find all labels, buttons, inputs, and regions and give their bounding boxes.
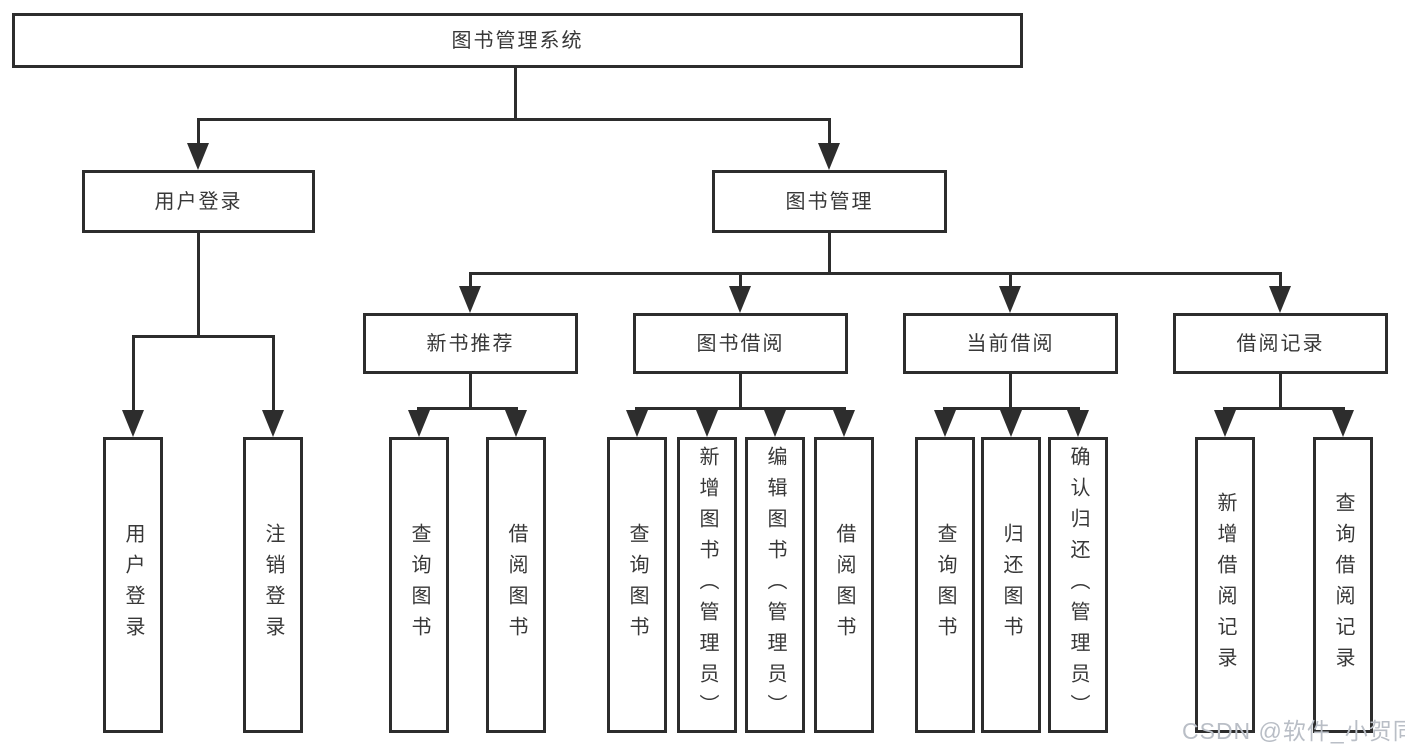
leaf-label: 编辑图书（管理员） bbox=[764, 445, 786, 725]
leaf-label: 查询图书 bbox=[934, 523, 956, 647]
node-current-borrow: 当前借阅 bbox=[903, 313, 1118, 374]
arrow-down-icon bbox=[1000, 410, 1022, 437]
connector-book-management-horizontal bbox=[469, 272, 1282, 275]
leaf-logout: 注销登录 bbox=[243, 437, 303, 733]
connector-borrow-records-horizontal bbox=[1223, 407, 1345, 410]
arrow-down-icon bbox=[626, 410, 648, 437]
connector-stub-user-login bbox=[197, 118, 200, 147]
leaf-label: 确认归还（管理员） bbox=[1067, 445, 1089, 725]
node-user-login: 用户登录 bbox=[82, 170, 315, 233]
node-borrow-records: 借阅记录 bbox=[1173, 313, 1388, 374]
connector-book-borrow-horizontal bbox=[635, 407, 846, 410]
connector-stub-borrow-records bbox=[1279, 272, 1282, 289]
arrow-down-icon bbox=[729, 286, 751, 313]
connector-stub-leaf-login bbox=[132, 335, 135, 413]
arrow-down-icon bbox=[1269, 286, 1291, 313]
connector-user-login-horizontal bbox=[132, 335, 275, 338]
leaf-label: 注销登录 bbox=[262, 523, 284, 647]
leaf-recommend-borrow-books: 借阅图书 bbox=[486, 437, 546, 733]
connector-stub-leaf-logout bbox=[272, 335, 275, 413]
leaf-records-add-record: 新增借阅记录 bbox=[1195, 437, 1255, 733]
arrow-down-icon bbox=[999, 286, 1021, 313]
leaf-current-confirm-return-admin: 确认归还（管理员） bbox=[1048, 437, 1108, 733]
connector-borrow-records-vertical bbox=[1279, 374, 1282, 407]
arrow-down-icon bbox=[764, 410, 786, 437]
connector-stub-book-management bbox=[828, 118, 831, 147]
connector-root-vertical bbox=[514, 68, 517, 119]
connector-user-login-vertical bbox=[197, 233, 200, 335]
connector-new-book-recommend-vertical bbox=[469, 374, 472, 407]
node-book-borrow: 图书借阅 bbox=[633, 313, 848, 374]
leaf-borrow-edit-books-admin: 编辑图书（管理员） bbox=[745, 437, 805, 733]
connector-root-horizontal bbox=[197, 118, 831, 121]
leaf-records-query-record: 查询借阅记录 bbox=[1313, 437, 1373, 733]
connector-new-book-recommend-horizontal bbox=[417, 407, 518, 410]
node-root: 图书管理系统 bbox=[12, 13, 1023, 68]
arrow-down-icon bbox=[408, 410, 430, 437]
arrow-down-icon bbox=[1332, 410, 1354, 437]
arrow-down-icon bbox=[187, 143, 209, 170]
node-book-management: 图书管理 bbox=[712, 170, 947, 233]
leaf-label: 新增借阅记录 bbox=[1214, 492, 1236, 678]
connector-current-borrow-horizontal bbox=[943, 407, 1080, 410]
leaf-label: 归还图书 bbox=[1000, 523, 1022, 647]
leaf-user-login: 用户登录 bbox=[103, 437, 163, 733]
arrow-down-icon bbox=[1067, 410, 1089, 437]
leaf-recommend-query-books: 查询图书 bbox=[389, 437, 449, 733]
leaf-borrow-query-books: 查询图书 bbox=[607, 437, 667, 733]
leaf-borrow-add-books-admin: 新增图书（管理员） bbox=[677, 437, 737, 733]
leaf-label: 查询借阅记录 bbox=[1332, 492, 1354, 678]
arrow-down-icon bbox=[262, 410, 284, 437]
leaf-label: 新增图书（管理员） bbox=[696, 445, 718, 725]
leaf-current-query-books: 查询图书 bbox=[915, 437, 975, 733]
connector-book-borrow-vertical bbox=[739, 374, 742, 407]
arrow-down-icon bbox=[696, 410, 718, 437]
arrow-down-icon bbox=[934, 410, 956, 437]
leaf-label: 借阅图书 bbox=[505, 523, 527, 647]
leaf-borrow-borrow-books: 借阅图书 bbox=[814, 437, 874, 733]
connector-stub-book-borrow bbox=[739, 272, 742, 289]
arrow-down-icon bbox=[505, 410, 527, 437]
arrow-down-icon bbox=[818, 143, 840, 170]
leaf-current-return-books: 归还图书 bbox=[981, 437, 1041, 733]
connector-stub-new-book-recommend bbox=[469, 272, 472, 289]
leaf-label: 查询图书 bbox=[408, 523, 430, 647]
arrow-down-icon bbox=[122, 410, 144, 437]
arrow-down-icon bbox=[1214, 410, 1236, 437]
leaf-label: 查询图书 bbox=[626, 523, 648, 647]
arrow-down-icon bbox=[833, 410, 855, 437]
connector-current-borrow-vertical bbox=[1009, 374, 1012, 407]
arrow-down-icon bbox=[459, 286, 481, 313]
csdn-watermark: CSDN @软件_小贺同学 bbox=[1182, 718, 1405, 744]
connector-book-management-vertical bbox=[828, 233, 831, 272]
leaf-label: 用户登录 bbox=[122, 523, 144, 647]
leaf-label: 借阅图书 bbox=[833, 523, 855, 647]
connector-stub-current-borrow bbox=[1009, 272, 1012, 289]
node-new-book-recommend: 新书推荐 bbox=[363, 313, 578, 374]
